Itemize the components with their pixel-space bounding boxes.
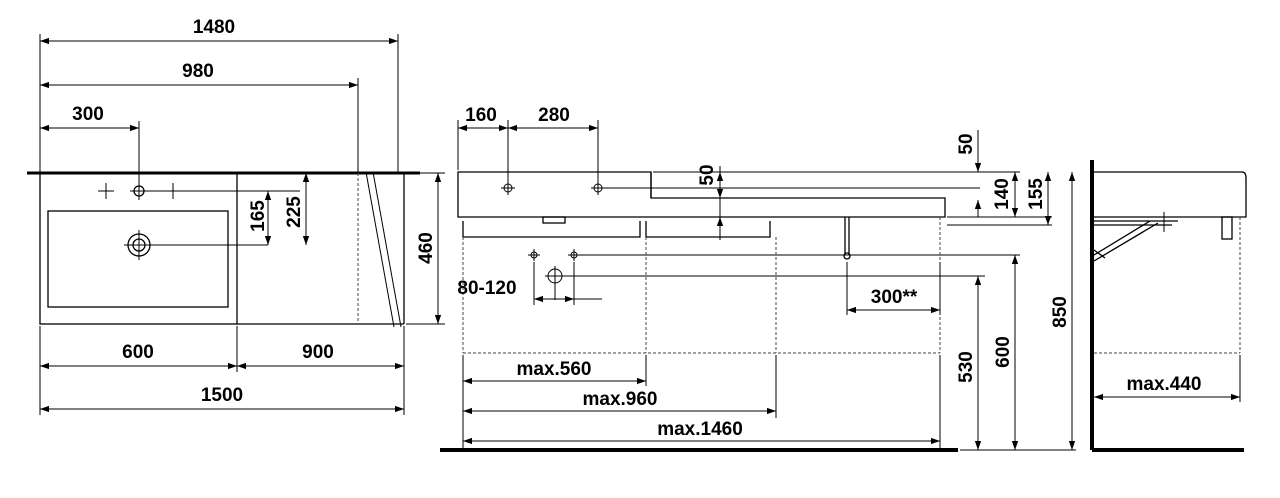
label-50-top: 50 [956,133,977,154]
waste-outlet-icon [545,266,985,300]
label-300: 300 [72,104,104,125]
tap-hole-blank-left [98,183,114,199]
label-225: 225 [284,196,305,228]
basin-bowl [47,210,229,308]
label-980: 980 [182,61,214,82]
label-140: 140 [992,178,1013,210]
label-530: 530 [956,351,977,383]
label-160: 160 [465,105,497,126]
bracket-right [645,221,771,238]
drain-icon [124,230,268,260]
label-80-120: 80-120 [457,278,516,299]
label-155: 155 [1026,178,1047,210]
tap-hole-icon [1154,212,1174,232]
front-view: 160 280 50 50 140 155 80-120 300** max.5… [440,105,1076,452]
wall-bracket [1093,220,1178,262]
label-460: 460 [416,232,437,264]
label-max1460: max.1460 [657,419,743,440]
label-300-star: 300** [871,287,918,308]
label-max440: max.440 [1126,374,1201,395]
drain-outlet [542,216,566,224]
rear-leg [1221,216,1233,240]
plan-view: 1480 980 300 165 225 460 600 900 1500 [27,17,445,415]
label-600: 600 [122,342,154,363]
label-1500: 1500 [201,385,243,406]
supply-valve-icon [528,249,1020,261]
label-max960: max.960 [582,389,657,410]
label-50-front: 50 [697,164,718,185]
label-1480: 1480 [193,17,235,38]
label-600-height: 600 [993,336,1014,368]
label-850: 850 [1050,296,1071,328]
bracket-left [462,221,641,238]
label-280: 280 [538,105,570,126]
tap-hole-icon [130,182,300,200]
label-max560: max.560 [516,359,591,380]
side-view: max.440 [1090,160,1247,452]
label-900: 900 [302,342,334,363]
label-165: 165 [248,200,269,232]
basin-side-outline [1094,171,1247,218]
break-line [365,171,395,328]
tap-hole-icon [591,181,980,195]
tap-hole-blank-right [165,183,181,199]
